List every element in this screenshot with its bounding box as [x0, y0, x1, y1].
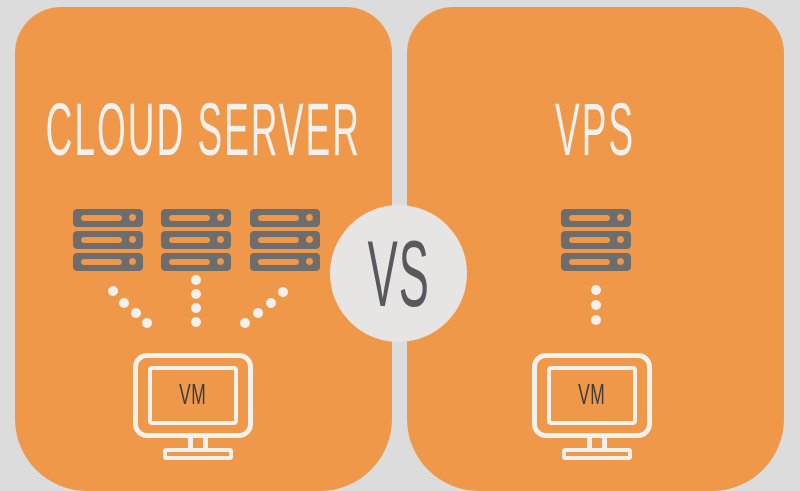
vs-badge: VS [330, 205, 467, 342]
server-slot [258, 237, 299, 243]
monitor-screen: VM [547, 366, 637, 425]
server-stack-icon [161, 209, 231, 275]
server-slot [169, 237, 210, 243]
server-led [129, 236, 136, 243]
server-unit-icon [161, 209, 231, 227]
connector-dot [191, 275, 201, 285]
server-led [306, 214, 313, 221]
connector-dot [191, 303, 201, 313]
connector-dot [131, 308, 141, 318]
monitor-base [163, 448, 233, 460]
connector-dot [191, 317, 201, 327]
server-slot [169, 259, 210, 265]
monitor-neck [188, 438, 208, 450]
cloud-server-panel: CLOUD SERVER VM [15, 7, 392, 491]
connector-dot [591, 285, 601, 295]
server-led [217, 236, 224, 243]
cloud-server-title-text: CLOUD SERVER [45, 88, 362, 171]
server-led [217, 214, 224, 221]
vps-title-text: VPS [555, 88, 636, 171]
server-unit-icon [161, 253, 231, 271]
vm-label: VM [179, 379, 207, 411]
connector-dot [253, 308, 263, 318]
connector-dot [591, 315, 601, 325]
monitor-neck [587, 438, 607, 450]
connector-dot [119, 298, 129, 308]
server-stack-icon [73, 209, 143, 275]
server-slot [81, 215, 122, 221]
server-unit-icon [250, 209, 320, 227]
cloud-server-title: CLOUD SERVER [15, 91, 392, 169]
monitor-icon: VM [133, 353, 253, 460]
monitor-screen: VM [148, 366, 238, 425]
server-unit-icon [561, 231, 631, 249]
connector-dot [142, 318, 152, 328]
server-unit-icon [161, 231, 231, 249]
connector-dot [240, 318, 250, 328]
vs-label: VS [367, 220, 430, 326]
vps-title: VPS [407, 91, 784, 169]
vm-label: VM [578, 379, 606, 411]
monitor-icon: VM [532, 353, 652, 460]
server-led [617, 236, 624, 243]
infographic-background: { "colors": { "background": "#dcdcdc", "… [15, 7, 784, 491]
monitor-base [562, 448, 632, 460]
server-unit-icon [250, 253, 320, 271]
server-led [617, 258, 624, 265]
connector-dot [278, 287, 288, 297]
server-slot [81, 237, 122, 243]
server-led [217, 258, 224, 265]
server-stack-icon [250, 209, 320, 275]
connector-dot [108, 286, 118, 296]
server-unit-icon [561, 209, 631, 227]
server-slot [569, 237, 610, 243]
server-unit-icon [73, 253, 143, 271]
connector-dot [191, 289, 201, 299]
server-slot [81, 259, 122, 265]
vps-panel: VPS VM [407, 7, 784, 491]
server-led [306, 258, 313, 265]
server-unit-icon [250, 231, 320, 249]
server-unit-icon [561, 253, 631, 271]
server-led [617, 214, 624, 221]
server-unit-icon [73, 209, 143, 227]
server-led [129, 258, 136, 265]
server-led [306, 236, 313, 243]
server-slot [258, 259, 299, 265]
server-led [129, 214, 136, 221]
server-slot [569, 259, 610, 265]
server-slot [169, 215, 210, 221]
server-stack-icon [561, 209, 631, 275]
server-slot [258, 215, 299, 221]
connector-dot [266, 298, 276, 308]
server-unit-icon [73, 231, 143, 249]
connector-dot [591, 300, 601, 310]
server-slot [569, 215, 610, 221]
